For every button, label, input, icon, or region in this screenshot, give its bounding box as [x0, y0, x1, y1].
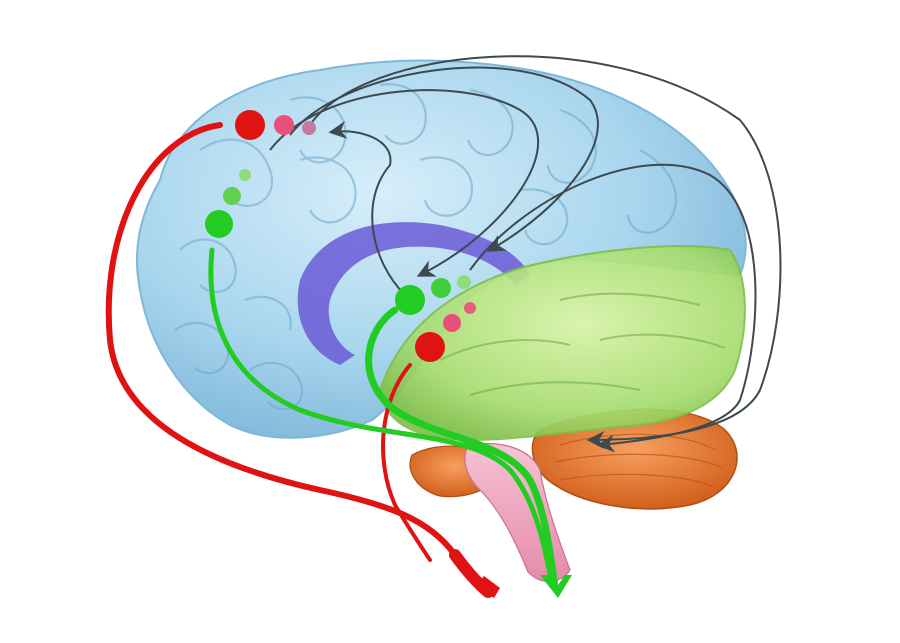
green-pathway-frontal	[208, 247, 555, 588]
frontal-red-nodes	[235, 110, 316, 140]
connector-arrow-3	[269, 89, 540, 277]
green-pathway-temporal	[365, 306, 559, 592]
connector-arrow-5	[469, 163, 757, 453]
node-green-large	[205, 210, 233, 238]
green-arrow-head	[540, 575, 572, 598]
node-mauve-small	[302, 121, 316, 135]
node-pink-medium	[274, 115, 294, 135]
red-arrow-tail	[476, 576, 500, 598]
connector-arrows	[269, 55, 782, 453]
node-red-large	[235, 110, 265, 140]
green-pathways	[208, 247, 559, 592]
temporal-red-nodes	[415, 302, 476, 362]
node-light-green-small-temporal	[457, 275, 471, 289]
node-pink-medium-temporal	[443, 314, 461, 332]
node-light-green-small	[239, 169, 251, 181]
node-green-medium-temporal	[431, 278, 451, 298]
connector-arrow-1	[309, 55, 782, 449]
frontal-green-nodes	[205, 169, 251, 238]
cerebellum	[531, 408, 738, 510]
temporal-green-nodes	[395, 275, 471, 315]
red-pathway-temporal	[381, 363, 432, 562]
node-green-large-temporal	[395, 285, 425, 315]
connector-arrow-4	[328, 121, 406, 296]
connector-arrow-2	[289, 66, 599, 252]
node-red-large-temporal	[415, 332, 445, 362]
node-pink-small	[464, 302, 476, 314]
limbic-band	[297, 222, 530, 365]
cerebrum	[135, 59, 747, 439]
node-green-medium	[223, 187, 241, 205]
